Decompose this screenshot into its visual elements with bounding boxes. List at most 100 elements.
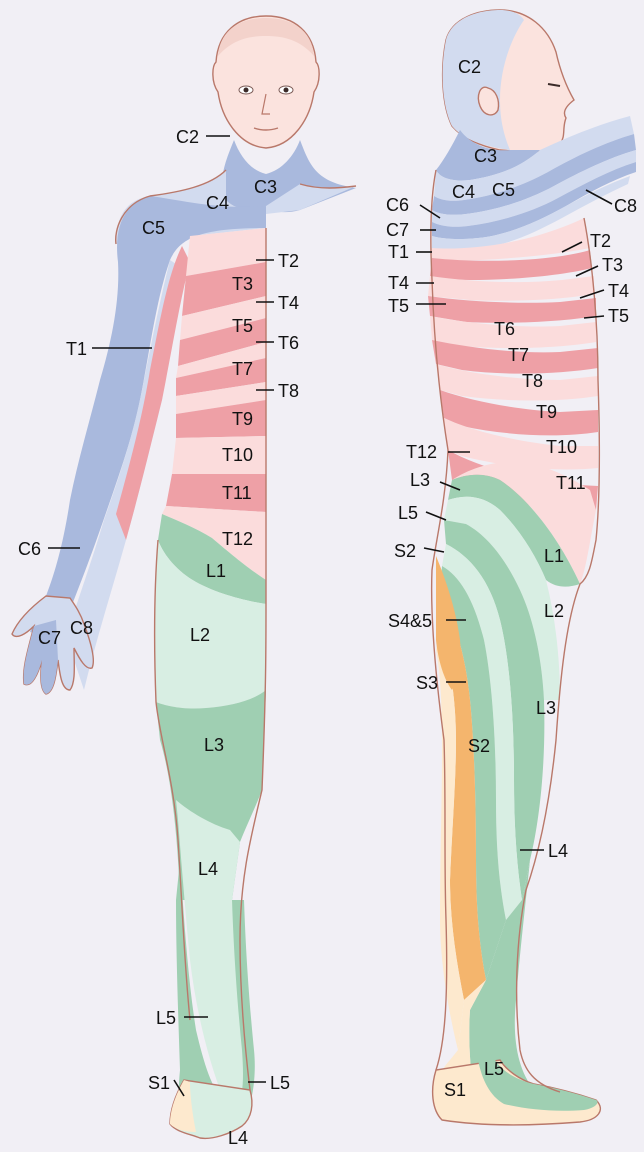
- side-lower-leg-l5: [469, 860, 534, 1110]
- front-leg-outer: [232, 900, 255, 1124]
- side-torso-t2: [432, 218, 590, 261]
- front-label-l4: L4: [198, 859, 218, 879]
- side-label-s1: S1: [444, 1080, 466, 1100]
- side-label-t3: T3: [602, 255, 623, 275]
- front-torso-t2: [186, 228, 266, 276]
- front-label-l5-foot: L5: [270, 1073, 290, 1093]
- side-torso-t8: [436, 364, 598, 401]
- side-arm-c4: [434, 116, 634, 201]
- side-label-s2: S2: [394, 541, 416, 561]
- front-label-s1: S1: [148, 1073, 170, 1093]
- side-label-l4: L4: [548, 841, 568, 861]
- side-lumbar-l1: [448, 474, 580, 587]
- side-label-l3: L3: [410, 470, 430, 490]
- side-foot-l5: [478, 1058, 598, 1111]
- front-torso-t11: [166, 474, 266, 512]
- front-label-l1: L1: [206, 561, 226, 581]
- front-label-t1: T1: [66, 339, 87, 359]
- front-body-outline: [115, 169, 357, 1091]
- front-label-l2: L2: [190, 625, 210, 645]
- side-label-l1: L1: [544, 546, 564, 566]
- front-torso-t5: [178, 318, 266, 366]
- front-label-t2: T2: [278, 251, 299, 271]
- side-label-t7: T7: [508, 345, 529, 365]
- side-torso-t9: [440, 390, 598, 436]
- side-head-c2: [442, 10, 524, 150]
- side-label-l3-back: L3: [536, 698, 556, 718]
- side-label-t2: T2: [590, 231, 611, 251]
- side-arm-c8: [432, 162, 636, 239]
- side-label-s3: S3: [416, 673, 438, 693]
- side-label-c2: C2: [458, 57, 481, 77]
- side-lumbar-l1b: [444, 496, 560, 700]
- side-neck-c3: [436, 130, 540, 181]
- front-label-t10: T10: [222, 445, 253, 465]
- front-label-l5: L5: [156, 1008, 176, 1028]
- front-label-c8: C8: [70, 618, 93, 638]
- front-arm-t1: [116, 246, 190, 540]
- side-arm-t1: [432, 176, 630, 250]
- front-label-l4-foot: L4: [228, 1128, 248, 1148]
- side-torso-t5: [428, 296, 596, 323]
- front-leg-l2: [154, 540, 266, 709]
- front-label-c5: C5: [142, 218, 165, 238]
- front-arm-c5: [30, 196, 266, 640]
- front-hand-c7: [23, 620, 58, 694]
- front-label-t9: T9: [232, 409, 253, 429]
- side-label-t5: T5: [388, 296, 409, 316]
- side-label-t10: T10: [546, 437, 577, 457]
- front-torso-t6: [176, 342, 266, 378]
- side-eye-icon: [547, 83, 561, 87]
- side-torso-t7: [432, 340, 598, 374]
- side-label-s45: S4&5: [388, 611, 432, 631]
- front-label-t5: T5: [232, 316, 253, 336]
- side-torso-t12: [452, 461, 596, 584]
- side-arm-c6: [432, 150, 636, 227]
- ear-icon: [477, 86, 500, 116]
- side-label-l2: L2: [544, 601, 564, 621]
- side-torso-t10: [444, 418, 598, 470]
- front-label-t3: T3: [232, 274, 253, 294]
- side-label-t4-back: T4: [608, 281, 629, 301]
- front-torso-t10: [172, 436, 266, 474]
- side-torso-t3: [430, 250, 592, 280]
- side-torso-t4: [428, 276, 594, 301]
- side-lumbar-l2: [444, 520, 545, 900]
- side-lumbar-l4: [440, 566, 506, 980]
- front-label-t6: T6: [278, 333, 299, 353]
- front-view: [11, 15, 357, 1140]
- side-label-t5-back: T5: [608, 306, 629, 326]
- side-label-t1: T1: [388, 242, 409, 262]
- front-torso-t8: [176, 382, 266, 414]
- mouth-icon: [253, 127, 279, 131]
- side-sacral-s45: [436, 556, 461, 690]
- front-torso-t3: [182, 262, 266, 316]
- side-label-t4: T4: [388, 273, 409, 293]
- side-body-outline: [430, 169, 601, 1093]
- front-head: [212, 15, 320, 149]
- front-torso-t9: [176, 400, 266, 438]
- front-leg-l1: [158, 514, 266, 604]
- front-torso-t4: [180, 296, 266, 340]
- side-label-c5: C5: [492, 180, 515, 200]
- front-torso-t12: [162, 506, 266, 580]
- front-label-l3: L3: [204, 735, 224, 755]
- side-sacral-s2: [440, 596, 486, 1000]
- side-label-t12: T12: [406, 442, 437, 462]
- side-label-t8: T8: [522, 371, 543, 391]
- front-label-t4: T4: [278, 293, 299, 313]
- front-label-c6: C6: [18, 539, 41, 559]
- front-leg-l4: [176, 800, 250, 1100]
- side-label-c6: C6: [386, 195, 409, 215]
- side-label-t11: T11: [556, 473, 586, 493]
- side-arm-c5: [432, 134, 636, 215]
- front-label-t8: T8: [278, 381, 299, 401]
- side-torso-t6: [430, 316, 596, 349]
- front-labels: C2 C3 C4 C5 T1 C6 C7 C8 T2 T3 T4 T5 T6 T…: [18, 127, 299, 1148]
- side-lumbar-l3: [442, 544, 522, 920]
- front-hair: [218, 18, 314, 56]
- side-leaders: [416, 189, 613, 851]
- front-leaders: [48, 135, 274, 1097]
- side-label-c7: C7: [386, 220, 409, 240]
